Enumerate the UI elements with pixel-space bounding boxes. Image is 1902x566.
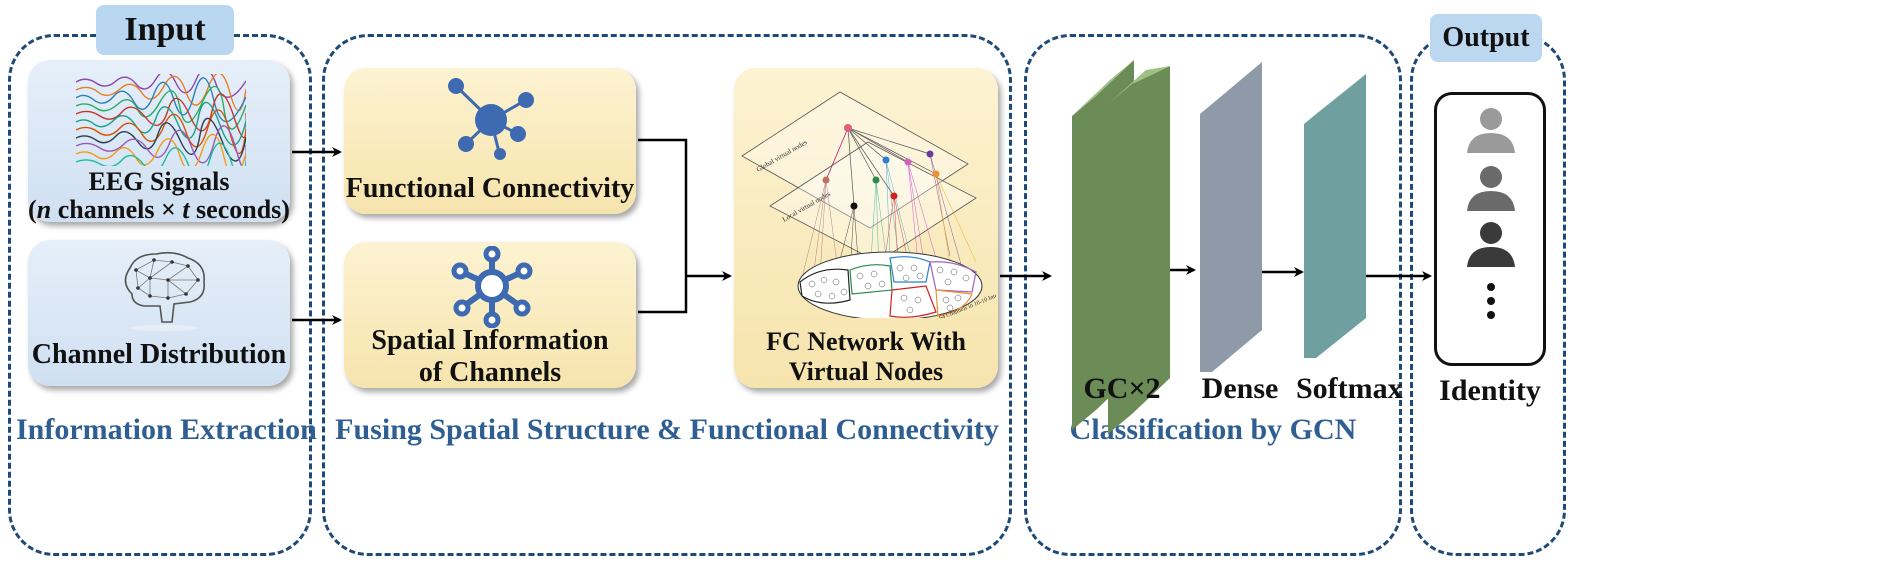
eeg-signals-title: EEG Signals: [88, 167, 230, 196]
hub-network-icon: [451, 246, 533, 328]
gc-layer-2: [1108, 66, 1170, 434]
identity-box: [1434, 92, 1546, 366]
fc-network-graph: Global virtual nodes Local virtual nodes: [741, 91, 996, 318]
fc-network-line1: FC Network With: [766, 327, 966, 356]
seconds-text: seconds): [189, 195, 290, 224]
softmax-label: Softmax: [1296, 372, 1403, 405]
spatial-information-card: Spatial Information of Channels: [344, 242, 636, 388]
softmax-layer: [1304, 74, 1366, 358]
var-n: n: [36, 195, 52, 224]
input-tag: Input: [96, 5, 234, 55]
spatial-information-line1: Spatial Information: [371, 325, 609, 356]
open-paren: (: [28, 195, 37, 224]
dense-label: Dense: [1201, 372, 1279, 405]
person-icon-2: [1467, 166, 1515, 211]
fc-network-card: Global virtual nodes Local virtual nodes: [734, 68, 998, 388]
star-network-icon: [448, 78, 534, 160]
dense-layer: [1200, 62, 1262, 372]
eeg-waveform-icon: [76, 74, 246, 166]
spatial-information-line2: of Channels: [418, 357, 562, 388]
output-tag: Output: [1430, 14, 1542, 62]
brain-network-icon: [124, 251, 206, 331]
var-t: t: [182, 195, 190, 224]
functional-connectivity-card: Functional Connectivity: [344, 68, 636, 214]
channel-distribution-card: Channel Distribution: [28, 240, 290, 386]
person-icons: [1467, 108, 1515, 319]
functional-connectivity-title: Functional Connectivity: [345, 173, 635, 204]
fusion-label: Fusing Spatial Structure & Functional Co…: [335, 413, 999, 446]
eeg-signals-subtitle: (n channels × t seconds): [28, 194, 290, 225]
channels-times: channels ×: [51, 195, 183, 224]
fusion-section: [322, 34, 1012, 556]
channel-distribution-title: Channel Distribution: [31, 339, 287, 370]
eeg-signals-card: EEG Signals (n channels × t seconds): [28, 60, 290, 225]
information-extraction-label: Information Extraction: [16, 413, 317, 447]
connector-spatial-merge: [638, 276, 688, 314]
fc-network-line2: Virtual Nodes: [788, 357, 944, 386]
connector-fc-merge: [638, 138, 688, 276]
classification-section: [1024, 34, 1402, 556]
gc-label: GC×2: [1083, 372, 1161, 405]
identity-label: Identity: [1439, 374, 1541, 407]
ellipsis-dots: [1487, 283, 1495, 319]
person-icon-1: [1467, 108, 1515, 153]
person-icon-3: [1467, 222, 1515, 267]
